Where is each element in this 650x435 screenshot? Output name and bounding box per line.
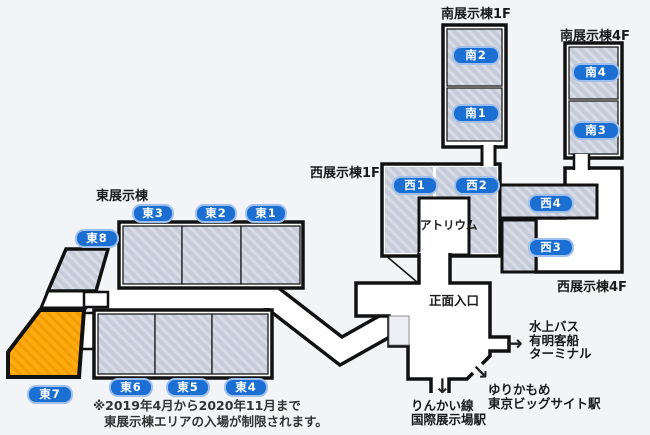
entrance-plaza — [356, 252, 509, 393]
label-west-4f: 西展示棟4F — [557, 280, 627, 295]
rinkai-line-2: 国際展示場駅 — [411, 411, 487, 427]
hall-badge-west-2[interactable]: 西2 — [454, 176, 500, 195]
hall-badge-east-8[interactable]: 東8 — [75, 229, 119, 248]
atrium-area — [417, 196, 471, 257]
hall-badge-east-1[interactable]: 東1 — [245, 204, 287, 223]
hall-badge-south-3[interactable]: 南3 — [572, 121, 620, 140]
hall-shape-east-8 — [45, 247, 111, 293]
plaza-stairs-detail — [388, 315, 410, 346]
label-yurikamome: ゆりかもめ 東京ビッグサイト駅 — [488, 383, 601, 410]
waterbus-arrow-icon: → — [506, 331, 523, 355]
hall-shape-east-4 — [211, 313, 269, 375]
label-south-4f: 南展示棟4F — [560, 29, 630, 44]
hall-shape-east-1 — [240, 225, 301, 285]
south-4f-connector — [573, 154, 590, 170]
hall-badge-east-4[interactable]: 東4 — [224, 378, 268, 397]
label-atrium: アトリウム — [420, 218, 478, 232]
hall-badge-east-7[interactable]: 東7 — [27, 385, 73, 404]
rinkai-arrow-icon: ↓ — [434, 374, 451, 398]
restriction-note-line-1: ※2019年4月から2020年11月まで — [93, 398, 301, 413]
restriction-note: ※2019年4月から2020年11月まで 東展示棟エリアの入場が制限されます。 — [93, 398, 328, 429]
east-walkway — [259, 285, 401, 363]
east-galleria — [104, 290, 278, 308]
yurikamome-arrow-icon: ↘ — [472, 360, 489, 384]
hall-badge-west-4[interactable]: 西4 — [528, 194, 574, 213]
label-south-1f: 南展示棟1F — [441, 7, 511, 22]
hall-badge-east-5[interactable]: 東5 — [166, 378, 210, 397]
hall-shape-east-2 — [181, 225, 242, 285]
hall-shape-east-3 — [122, 225, 183, 285]
waterbus-line-3: ターミナル — [529, 346, 592, 361]
hall-badge-south-1[interactable]: 南1 — [452, 104, 500, 123]
west-ramp-line — [383, 253, 418, 283]
label-waterbus: 水上バス 有明客船 ターミナル — [529, 320, 592, 361]
hall-shape-east-5 — [154, 313, 213, 375]
hall-shape-east-6 — [97, 313, 156, 375]
east-strip-connector-upper — [82, 290, 110, 309]
waterbus-line-1: 水上バス — [529, 319, 580, 334]
label-main-entrance: 正面入口 — [429, 293, 480, 308]
hall-badge-west-1[interactable]: 西1 — [392, 176, 438, 195]
hall-badge-east-2[interactable]: 東2 — [195, 204, 237, 223]
yurikamome-line-1: ゆりかもめ — [488, 382, 551, 397]
hall-badge-east-3[interactable]: 東3 — [132, 204, 174, 223]
label-west-1f: 西展示棟1F — [310, 166, 380, 181]
hall-badge-south-4[interactable]: 南4 — [572, 63, 620, 82]
waterbus-line-2: 有明客船 — [529, 332, 580, 348]
hall-badge-east-6[interactable]: 東6 — [109, 378, 153, 397]
south-west-corridor — [481, 145, 496, 166]
label-east: 東展示棟 — [96, 189, 149, 204]
restriction-note-line-2: 東展示棟エリアの入場が制限されます。 — [104, 413, 328, 429]
hall-shape-east-7-highlighted — [6, 308, 87, 379]
label-rinkai: りんかい線 国際展示場駅 — [411, 399, 486, 426]
rinkai-line-1: りんかい線 — [411, 398, 474, 413]
hall-badge-south-2[interactable]: 南2 — [452, 46, 500, 65]
yurikamome-line-2: 東京ビッグサイト駅 — [488, 395, 601, 411]
hall-badge-west-3[interactable]: 西3 — [528, 238, 574, 257]
